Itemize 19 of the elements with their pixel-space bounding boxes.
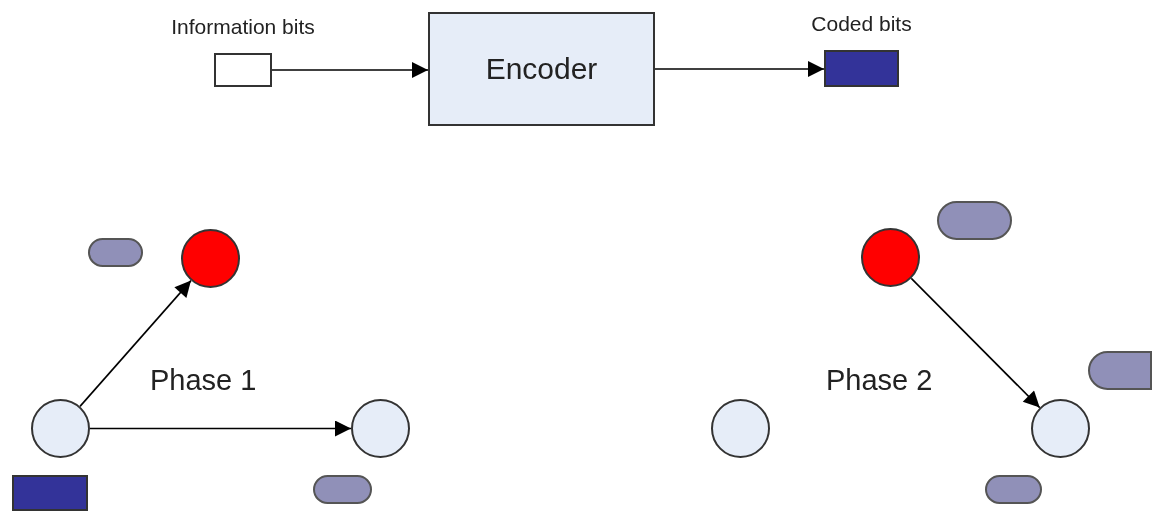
arrow <box>89 420 352 437</box>
arrow <box>910 277 1041 409</box>
packet-pill <box>88 238 143 267</box>
arrow <box>654 61 825 77</box>
phase-label: Phase 1 <box>150 364 257 397</box>
box-label: Encoder <box>485 52 598 86</box>
arrow <box>271 62 429 78</box>
block-label: Information bits <box>171 15 315 39</box>
bit-block <box>214 53 272 87</box>
packet-pill <box>1088 351 1152 390</box>
arrow <box>79 279 192 408</box>
phase-label: Phase 2 <box>826 364 933 397</box>
packet-pill <box>313 475 372 504</box>
packet-pill <box>985 475 1042 504</box>
process-box <box>428 12 655 126</box>
bit-block <box>12 475 88 511</box>
block-label: Coded bits <box>811 12 912 36</box>
packet-pill <box>937 201 1012 240</box>
bit-block <box>824 50 899 87</box>
